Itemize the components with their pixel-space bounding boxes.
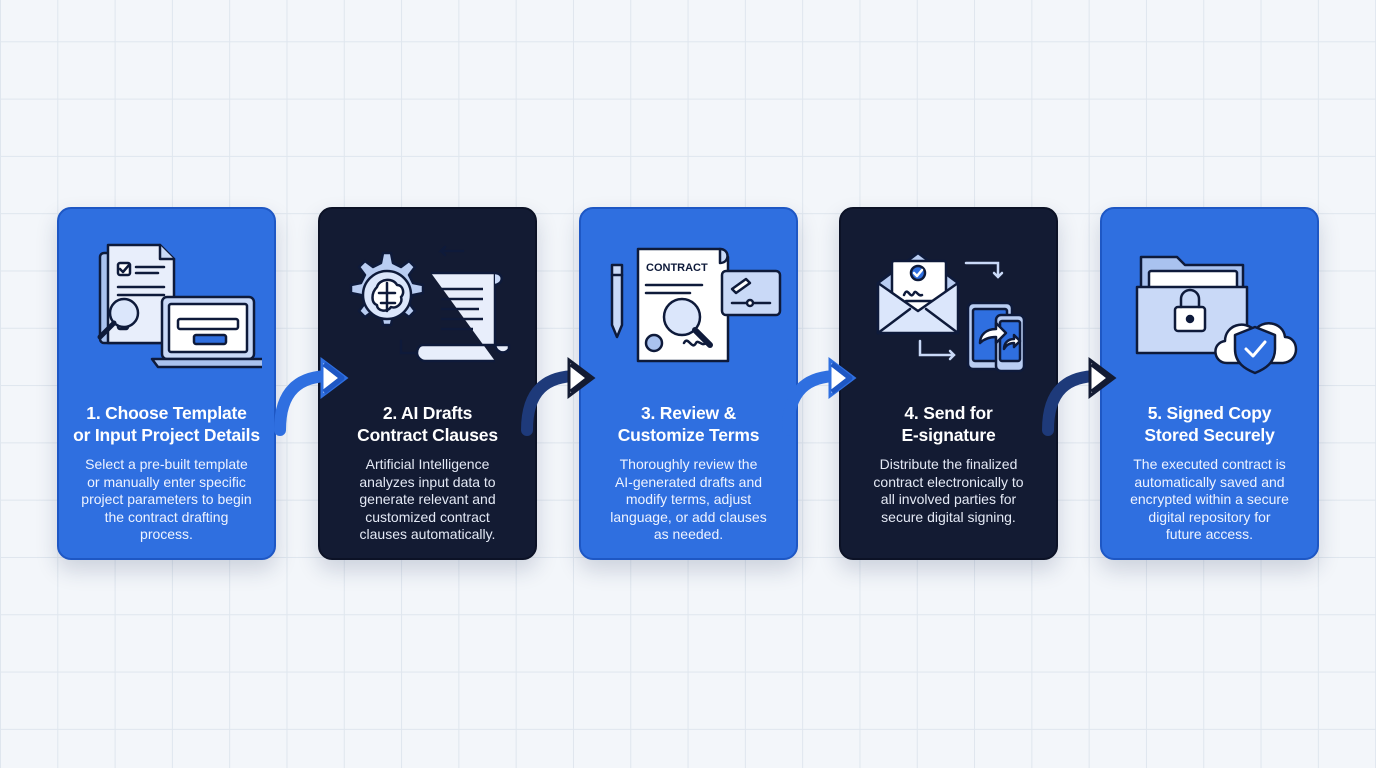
step-card-4: 4. Send for E-signature Distribute the f… [839,207,1058,560]
envelope-devices-icon [841,231,1056,381]
ai-gear-scroll-icon [320,231,535,381]
step-description: The executed contract is automatically s… [1130,456,1289,542]
step-title: 2. AI Drafts Contract Clauses [357,403,498,445]
document-search-laptop-icon [59,231,274,381]
contract-review-icon: CONTRACT [581,231,796,381]
connector-arrow-icon [1042,357,1117,436]
step-description: Thoroughly review the AI-generated draft… [610,456,767,542]
step-card-1: 1. Choose Template or Input Project Deta… [57,207,276,560]
step-title: 5. Signed Copy Stored Securely [1144,403,1275,445]
contract-label: CONTRACT [646,262,708,274]
connector-arrow-icon [274,357,349,436]
step-title: 1. Choose Template or Input Project Deta… [73,403,260,445]
step-description: Distribute the finalized contract electr… [873,456,1024,525]
step-description: Select a pre-built template or manually … [81,456,252,542]
step-card-3: CONTRACT 3. Review & Customize Terms Tho… [579,207,798,560]
step-title: 3. Review & Customize Terms [617,403,760,445]
secure-folder-cloud-icon [1102,231,1317,381]
step-card-2: 2. AI Drafts Contract Clauses Artificial… [318,207,537,560]
connector-arrow-icon [521,357,596,436]
step-card-5: 5. Signed Copy Stored Securely The execu… [1100,207,1319,560]
connector-arrow-icon [782,357,857,436]
step-description: Artificial Intelligence analyzes input d… [359,456,496,542]
step-title: 4. Send for E-signature [901,403,996,445]
